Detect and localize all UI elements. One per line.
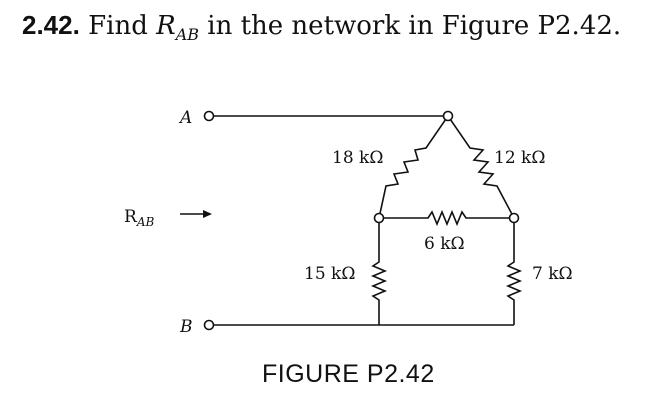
label-node-b: B	[179, 317, 193, 337]
node-right	[508, 212, 520, 224]
label-r7: 7 kΩ	[532, 264, 573, 284]
label-r12: 12 kΩ	[494, 148, 545, 168]
resistor-15k	[370, 218, 388, 325]
resistor-6k	[379, 209, 514, 227]
problem-statement: 2.42. Find RAB in the network in Figure …	[22, 10, 621, 44]
label-r18: 18 kΩ	[332, 148, 383, 168]
terminal-a	[203, 110, 215, 122]
label-rab: RAB	[124, 207, 154, 229]
label-rab-sub: AB	[136, 215, 155, 229]
problem-number: 2.42.	[22, 10, 80, 40]
terminal-b	[203, 319, 215, 331]
problem-text-after: in the network in Figure P2.42.	[207, 11, 622, 41]
resistor-12k	[447, 115, 515, 219]
node-top	[442, 110, 454, 122]
label-r6: 6 kΩ	[424, 234, 465, 254]
label-r15: 15 kΩ	[304, 264, 355, 284]
problem-text-before: Find	[88, 11, 148, 41]
resistor-7k	[505, 218, 523, 325]
figure-caption: FIGURE P2.42	[262, 360, 435, 388]
problem-symbol-sub: AB	[175, 25, 199, 45]
resistor-18k	[378, 115, 449, 219]
node-left	[373, 212, 385, 224]
label-rab-main: R	[124, 207, 138, 227]
label-node-a: A	[178, 108, 192, 128]
rab-arrow-head	[203, 210, 212, 218]
problem-symbol: R	[156, 11, 176, 41]
